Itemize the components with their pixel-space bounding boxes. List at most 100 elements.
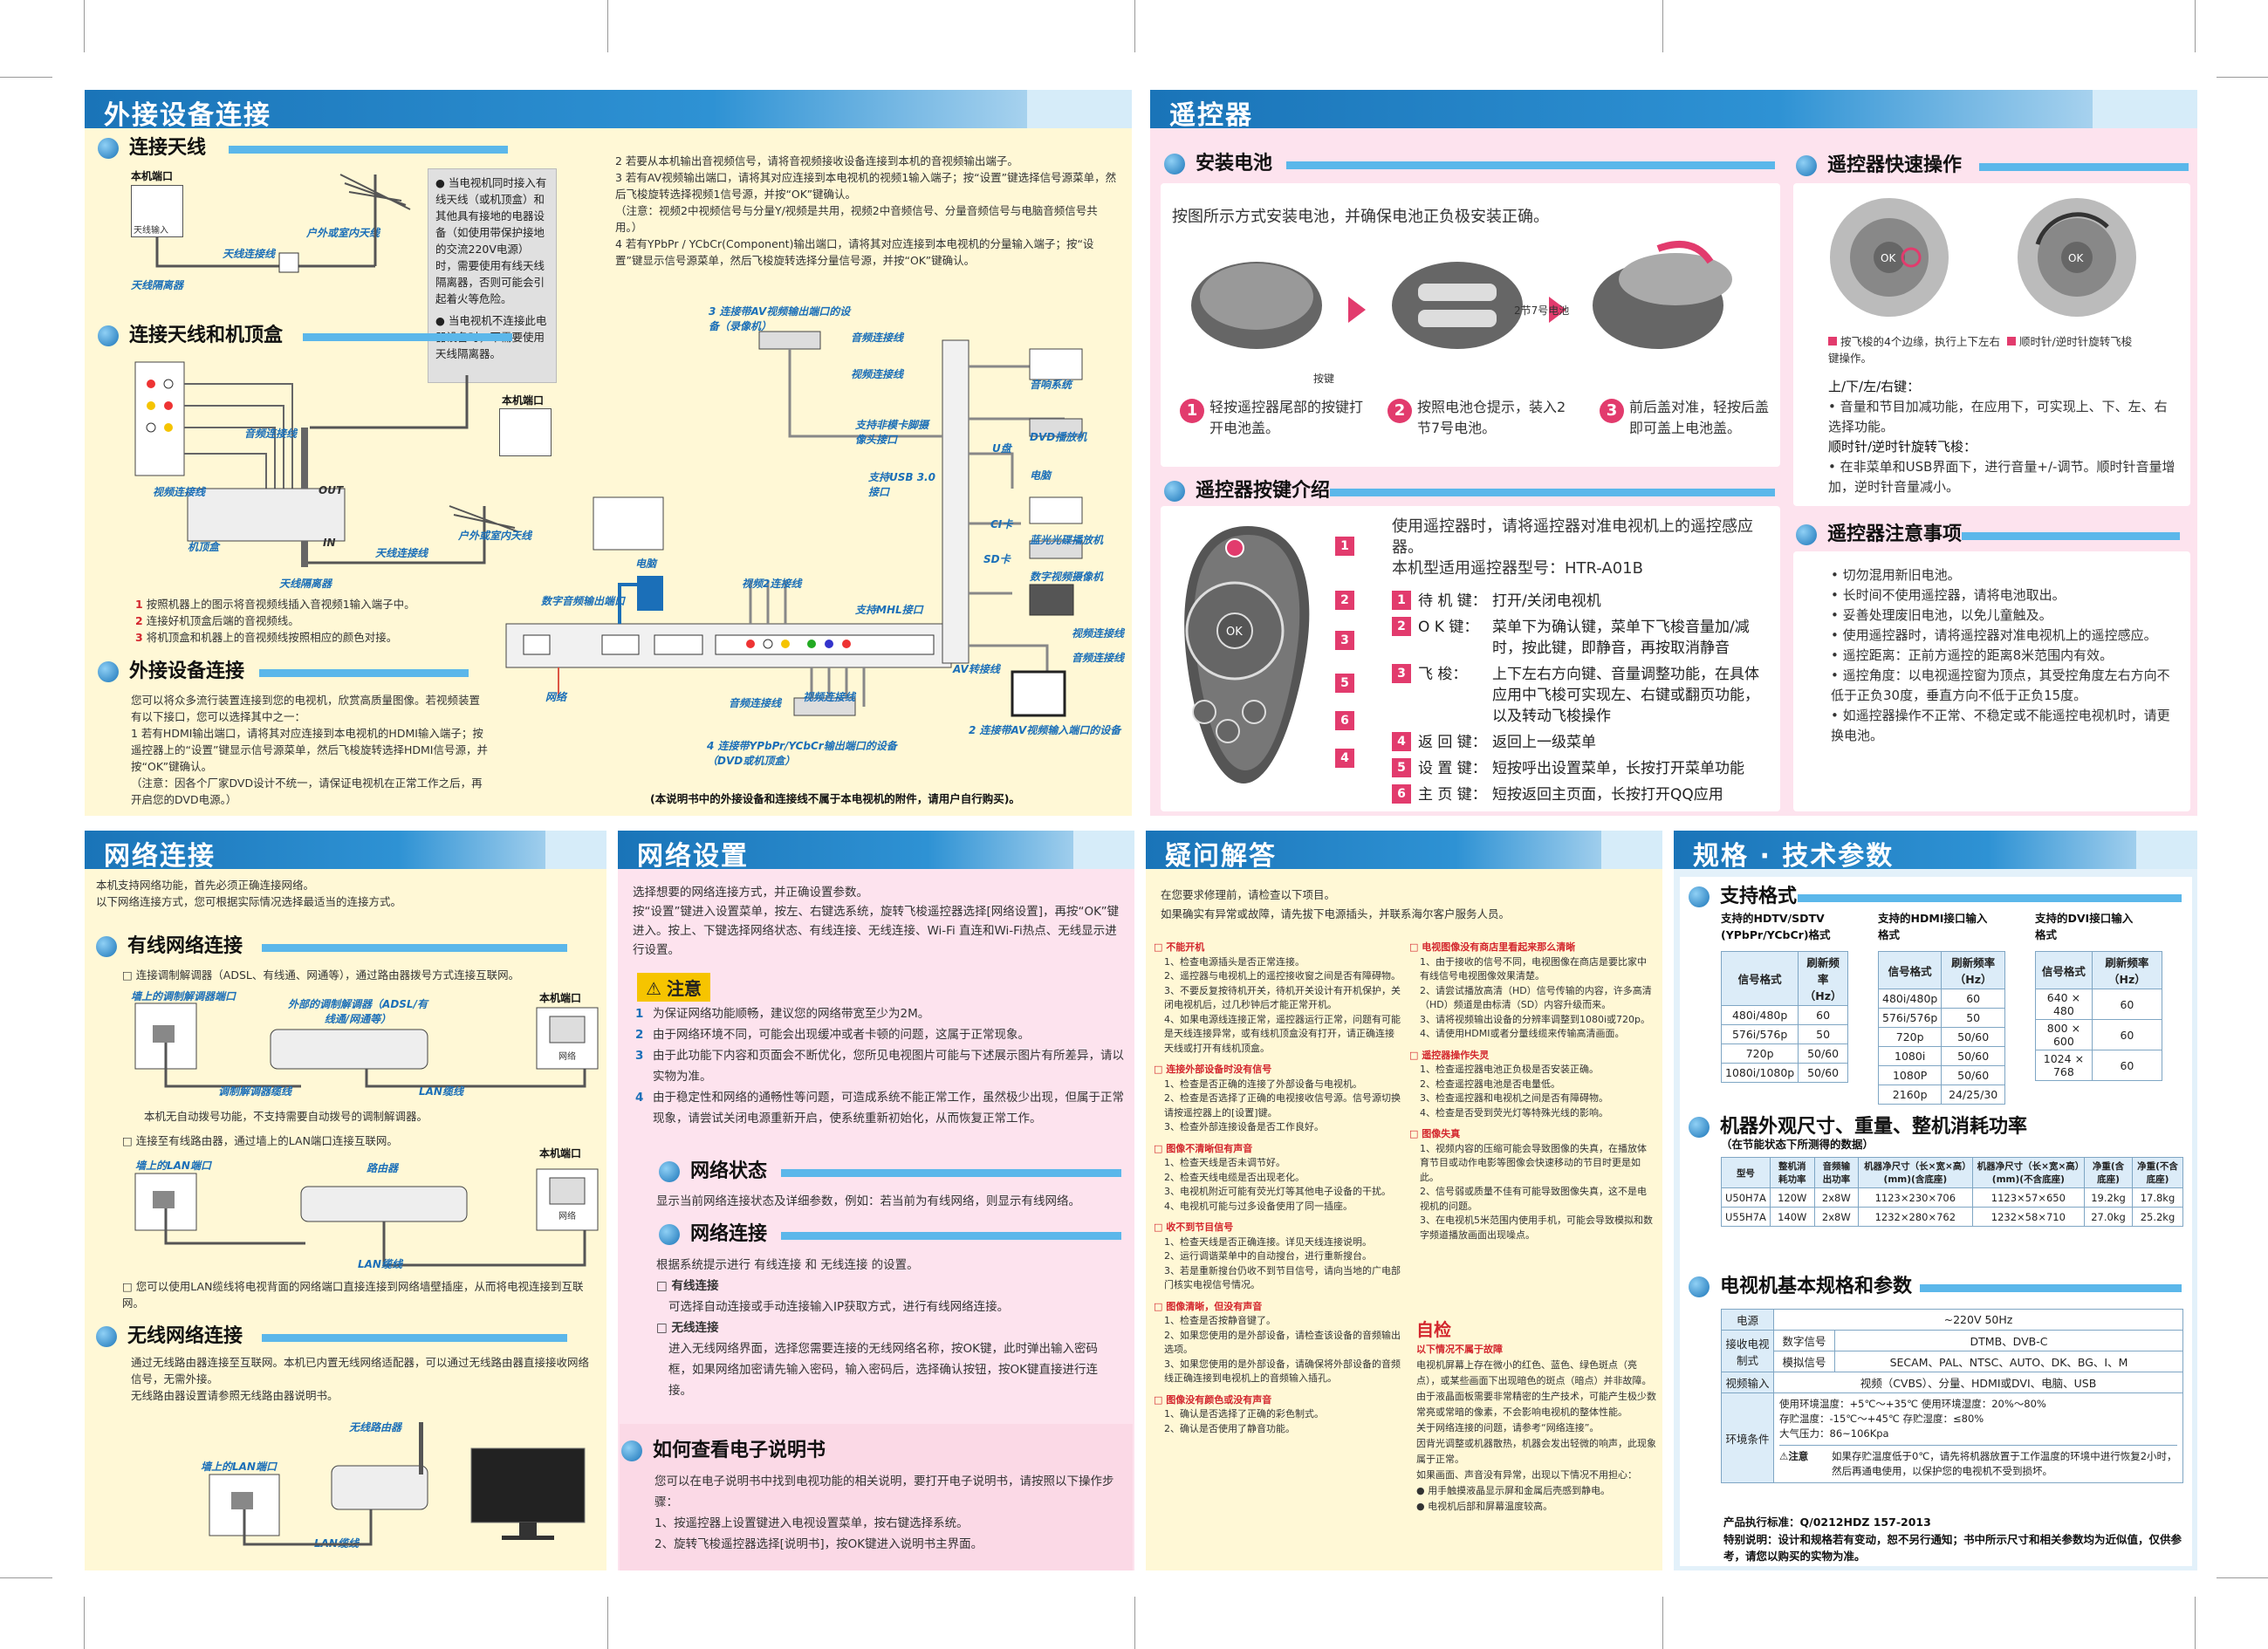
manual-desc-text: 您可以在电子说明书中找到电视功能的相关说明，要打开电子说明书，请按照以下操作步骤… bbox=[654, 1475, 1114, 1509]
quick-list-3: 顺时针/逆时针旋转飞梭： bbox=[1828, 439, 1977, 455]
basic-vin-value: 视频（CVBS）、分量、HDMI或DVI、电脑、USB bbox=[1773, 1372, 2183, 1393]
quick-list-2: • 音量和节目加减功能，在应用下，可实现上、下、左、右选择功能。 bbox=[1828, 399, 2168, 434]
diag-vid: 视频连接线 bbox=[1072, 627, 1125, 640]
table-header: 机器净尺寸（长×宽×高）(mm)(含底座) bbox=[1858, 1157, 1973, 1188]
stb-steps: 1 按照机器上的图示将音视频线插入音视频1输入端子中。 2 连接好机顶盒后端的音… bbox=[135, 598, 415, 644]
conn-desc-text: 根据系统提示进行 有线连接 和 无线连接 的设置。 bbox=[656, 1258, 919, 1272]
table-cell: 1080i/1080p bbox=[1720, 1063, 1799, 1083]
table-cell: 60 bbox=[1798, 1005, 1848, 1025]
diag-pc-top: 电脑 bbox=[1030, 469, 1052, 482]
quick-b: 顺时针/逆时针旋转飞梭 bbox=[2007, 333, 2173, 350]
table-cell: U50H7A bbox=[1721, 1187, 1771, 1208]
ext-item-2: 2 若要从本机输出音视频信号，请将音视频接收设备连接到本机的音视频输出端子。 bbox=[615, 154, 1018, 168]
table-cell: 50/60 bbox=[1941, 1065, 2005, 1085]
table-cell: U55H7A bbox=[1721, 1207, 1771, 1227]
wall-lan-label: 墙上的LAN端口 bbox=[135, 1160, 211, 1172]
ext-item-1-note: （注意：因各个厂家DVD设计不统一，请保证电视机在正常工作之后，再开启您的DVD… bbox=[131, 777, 483, 806]
table-cell: 24/25/30 bbox=[1941, 1085, 2005, 1105]
conn-desc: 根据系统提示进行 有线连接 和 无线连接 的设置。 □ 有线连接 可选择自动连接… bbox=[656, 1255, 1119, 1401]
keys-desc-text: 使用遥控器时，请将遥控器对准电视机上的遥控感应器。 bbox=[1392, 517, 1753, 557]
faq-self-item-1: ● 用手触摸液晶显示屏和金属后壳感到静电。 bbox=[1416, 1485, 1611, 1496]
key-1-desc: 打开/关闭电视机 bbox=[1492, 592, 1601, 610]
diag-av2: 2 连接带AV视频输入端口的设备 bbox=[969, 724, 1121, 736]
diag-aud: 音频连接线 bbox=[1072, 652, 1125, 664]
table-cell: 60 bbox=[2091, 1050, 2163, 1081]
key-2-desc: 菜单下为确认键，菜单下飞梭音量加/减时，按此键，即静音，再按取消静音 bbox=[1492, 619, 1750, 657]
faq-self: 自检 以下情况不属于故障 电视机屏幕上存在微小的红色、蓝色、绿色斑点（亮点），或… bbox=[1416, 1317, 1656, 1515]
faq-heading: □ 图像失真 bbox=[1409, 1128, 1461, 1139]
faq-item: 2、遥控器与电视机上的遥控接收窗之间是否有障碍物。 bbox=[1164, 970, 1401, 982]
out-label: OUT bbox=[319, 484, 344, 496]
faq-self-heading: 自检 bbox=[1416, 1319, 1451, 1340]
table-cell: 480i/480p bbox=[1720, 1005, 1799, 1025]
faq-self-sub: 以下情况不属于故障 bbox=[1416, 1344, 1503, 1355]
manual-box bbox=[620, 1424, 1133, 1570]
key-1-num: 1 bbox=[1392, 591, 1411, 610]
table-header: 刷新频率（Hz） bbox=[1941, 951, 2005, 989]
table-cell: 50 bbox=[1941, 1008, 2005, 1028]
netset-warn-3: 由于此功能下内容和页面会不断优化，您所见电视图片可能与下述展示图片有所差异，请以… bbox=[653, 1049, 1124, 1084]
table-cell: 720p bbox=[1877, 1027, 1943, 1047]
diag-cam: 支持非模卡脚摄像头接口 bbox=[855, 419, 929, 446]
net-conn-title: 网络连接 bbox=[104, 841, 216, 872]
table-header: 信号格式 bbox=[2035, 951, 2093, 989]
ext-item-3-note: （注意：视频2中视频信号与分量Y/视频是共用，视频2中音频信号、分量音频信号与电… bbox=[615, 204, 1098, 234]
faq-heading: □ 图像不清晰但有声音 bbox=[1154, 1142, 1253, 1154]
remote-drawing: OK bbox=[1184, 526, 1310, 783]
basic-env-note-heading: 注意 bbox=[1788, 1450, 1809, 1462]
table-cell: 1080i bbox=[1877, 1046, 1943, 1066]
table-header: 信号格式 bbox=[1720, 951, 1799, 1006]
diag-video2: 视频2连接线 bbox=[742, 578, 802, 590]
faq-item: 3、请将视频输出设备的分辨率调整到1080i或720p。 bbox=[1420, 1013, 1651, 1025]
netset-intro: 选择想要的网络连接方式，并正确设置参数。按“设置”键进入设置菜单，按左、右键选系… bbox=[633, 883, 1121, 960]
basic-analog-value: SECAM、PAL、NTSC、AUTO、DK、BG、I、M bbox=[1834, 1351, 2183, 1372]
ext-item-1: 1 若有HDMI输出端口，请将其对应连接到本电视机的HDMI输入端子；按遥控器上… bbox=[131, 727, 488, 773]
table-cell: 640 × 480 bbox=[2035, 989, 2093, 1020]
faq-item: 1、检查是否正确的连接了外部设备与电视机。 bbox=[1164, 1078, 1362, 1090]
quick-list-1: 上/下/左/右键： bbox=[1828, 379, 1921, 394]
diag-sound: 音响系统 bbox=[1030, 379, 1072, 391]
basic-section-title: 电视机基本规格和参数 bbox=[1689, 1274, 2182, 1300]
faq-self-desc4: 如果画面、声音没有异常，出现以下情况不用担心： bbox=[1416, 1469, 1637, 1481]
faq-item: 2、检查遥控器电池是否电量低。 bbox=[1420, 1078, 1560, 1090]
faq-heading: □ 不能开机 bbox=[1154, 941, 1205, 953]
faq-item: 1、检查遥控器电池正负极是否安装正确。 bbox=[1420, 1064, 1599, 1075]
basic-env-note: 如果存贮温度低于0℃，请先将机器放置于工作温度的环境中进行恢复2小时，然后再通电… bbox=[1832, 1450, 2177, 1477]
diag-mhl: 支持MHL接口 bbox=[855, 604, 923, 616]
netset-warn-label: 注意 bbox=[666, 978, 702, 999]
care-7: • 如遥控器操作不正常、不稳定或不能遥控电视机时，请更换电池。 bbox=[1831, 708, 2170, 743]
faq-item: 1、检查是否按静音键了。 bbox=[1164, 1315, 1276, 1326]
key-6-num: 6 bbox=[1392, 784, 1411, 804]
key-2-num: 2 bbox=[1392, 617, 1411, 636]
netset-warn: ⚠注意 bbox=[637, 973, 710, 1002]
faq-item: 1、检查天线是否未调节好。 bbox=[1164, 1157, 1285, 1168]
remote-header: 遥控器 bbox=[1150, 90, 2197, 131]
wall-modem-label: 墙上的调制解调器端口 bbox=[131, 990, 236, 1002]
table-header: 刷新频率（Hz） bbox=[2091, 951, 2163, 989]
faq-item: 2、检查天线电缆是否出现老化。 bbox=[1164, 1171, 1305, 1183]
faq-intro: 在您要求修理前，请检查以下项目。如果确实有异常或故障，请先拔下电源插头，并联系海… bbox=[1161, 886, 1649, 924]
faq-heading: □ 遥控器操作失灵 bbox=[1409, 1049, 1490, 1061]
table-header: 刷新频率（Hz） bbox=[1798, 951, 1848, 1006]
antenna-wire2-label: 天线连接线 bbox=[375, 547, 428, 559]
fmt-heading-3: 支持的DVI接口输入格式 bbox=[2035, 912, 2134, 941]
external-title: 外接设备连接 bbox=[104, 100, 271, 131]
conn-wired-desc: 可选择自动连接或手动连接输入IP获取方式，进行有线网络连接。 bbox=[668, 1300, 1010, 1314]
faq-item: 4、检查是否受到荧光灯等特殊光线的影响。 bbox=[1420, 1106, 1608, 1119]
lan-wire2-label: LAN缆线 bbox=[358, 1258, 402, 1270]
netset-warn-2: 由于网络环境不同，可能会出现缓冲或者卡顿的问题，这属于正常现象。 bbox=[653, 1028, 1030, 1042]
key-3-num: 3 bbox=[1392, 664, 1411, 683]
remote-title: 遥控器 bbox=[1169, 100, 1253, 131]
faq-heading: □ 图像没有颜色或没有声音 bbox=[1154, 1393, 1272, 1406]
